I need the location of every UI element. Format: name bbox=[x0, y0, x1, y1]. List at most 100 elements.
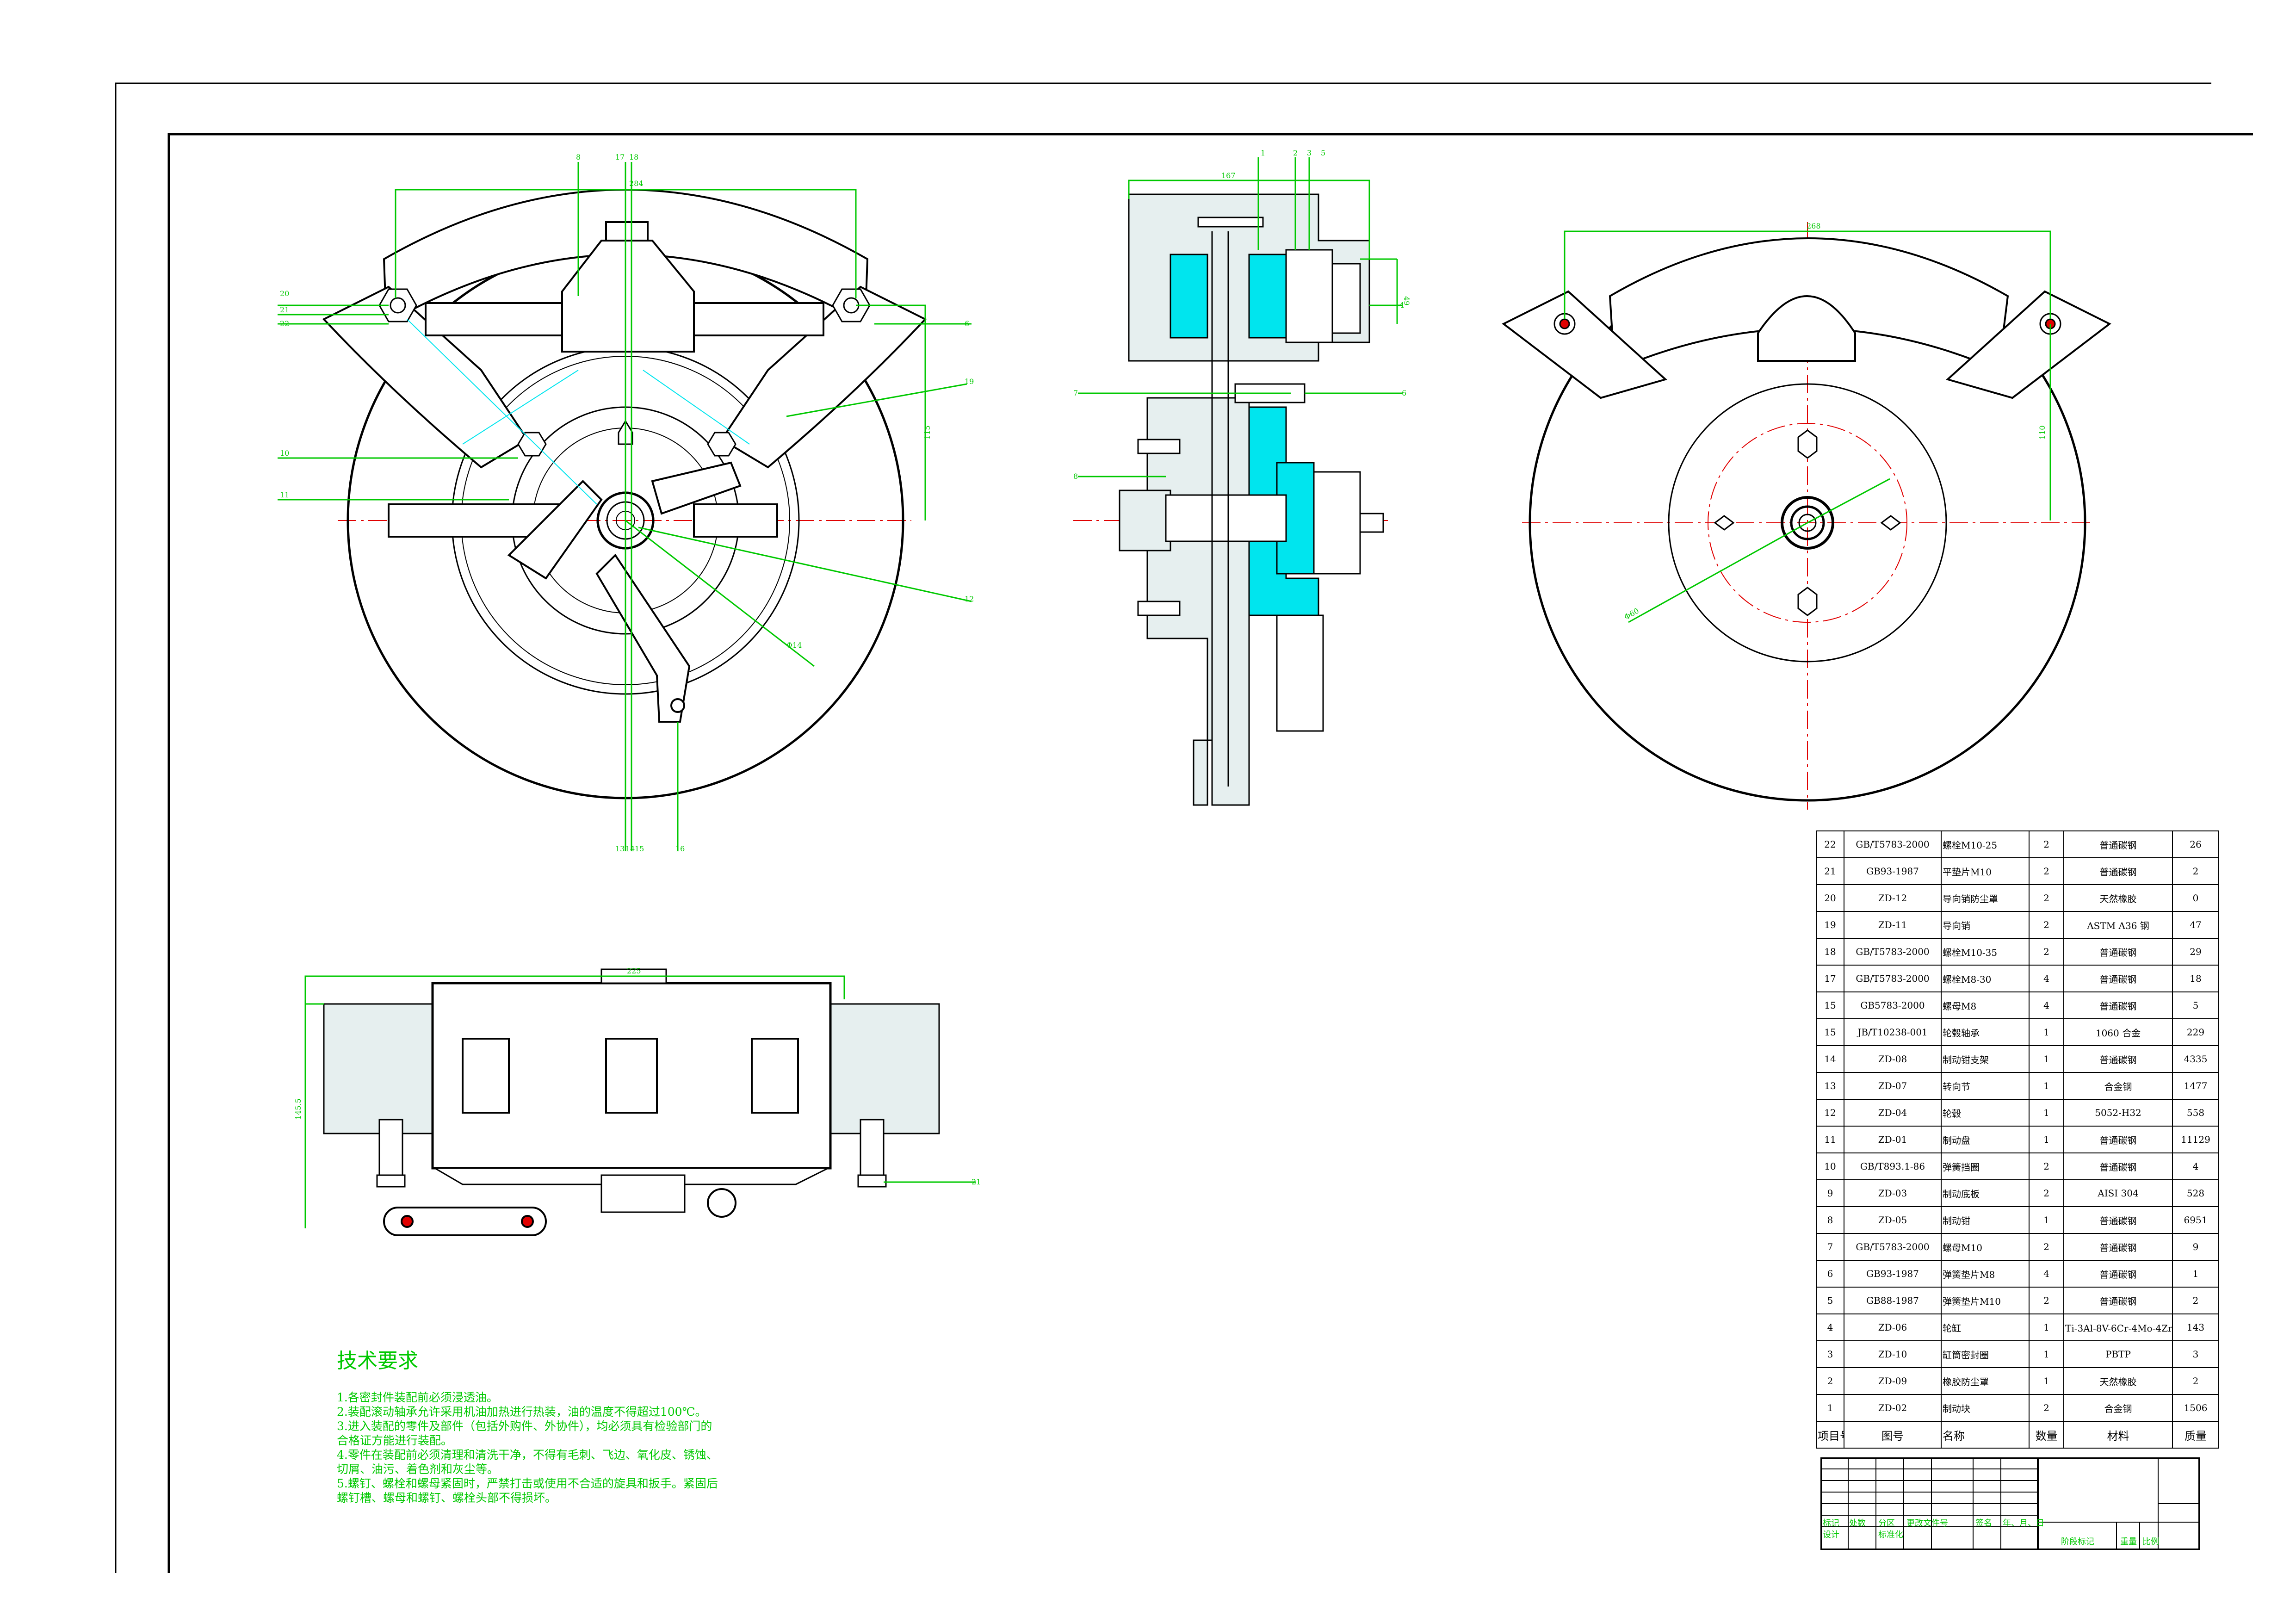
bom-cell: 橡胶防尘罩 bbox=[1941, 1367, 2030, 1395]
bom-cell: GB/T893.1-86 bbox=[1844, 1152, 1942, 1180]
requirement-line: 切屑、油污、着色剂和灰尘等。 bbox=[337, 1462, 499, 1476]
title-block-label: 设计 bbox=[1823, 1530, 1839, 1540]
hub-arms bbox=[388, 461, 778, 723]
bom-cell: 528 bbox=[2172, 1179, 2219, 1207]
balloon-label: 17 bbox=[615, 153, 625, 161]
bom-cell: 5 bbox=[2172, 991, 2219, 1019]
bom-cell: GB5783-2000 bbox=[1844, 991, 1942, 1019]
bom-cell: 26 bbox=[2172, 830, 2219, 858]
bom-cell: 0 bbox=[2172, 884, 2219, 912]
balloon-label: 20 bbox=[280, 289, 289, 298]
title-block-label: 比例 bbox=[2142, 1537, 2159, 1547]
bom-cell: 4335 bbox=[2172, 1045, 2219, 1073]
dim-label-height: 110 bbox=[2038, 425, 2047, 440]
bom-cell: ZD-09 bbox=[1844, 1367, 1942, 1395]
bom-cell: 2 bbox=[2029, 1287, 2064, 1314]
bom-cell: 21 bbox=[1816, 857, 1844, 885]
bom-cell: 1 bbox=[2029, 1367, 2064, 1395]
bom-cell: 1 bbox=[1816, 1394, 1844, 1422]
dim-label-height: 145.5 bbox=[294, 1098, 303, 1120]
bom-cell: 22 bbox=[1816, 830, 1844, 858]
bom-cell: 名称 bbox=[1941, 1421, 2030, 1449]
bom-cell: AISI 304 bbox=[2063, 1179, 2173, 1207]
bom-cell: 17 bbox=[1816, 965, 1844, 992]
bottom-view-dimensions bbox=[304, 975, 976, 1228]
bom-cell: PBTP bbox=[2063, 1340, 2173, 1368]
balloon-label: 4 bbox=[1399, 301, 1404, 310]
bom-cell: 7 bbox=[1816, 1233, 1844, 1261]
bom-cell: 2 bbox=[2172, 1287, 2219, 1314]
bom-cell: ZD-04 bbox=[1844, 1099, 1942, 1127]
bom-cell: ZD-06 bbox=[1844, 1313, 1942, 1341]
bom-cell: ZD-05 bbox=[1844, 1206, 1942, 1234]
technical-requirements: 技术要求 1.各密封件装配前必须浸透油。 2.装配滚动轴承允许采用机油加热进行热… bbox=[337, 1344, 753, 1505]
bottom-view-dim-labels: 225 145.5 21 bbox=[294, 966, 981, 1186]
bom-cell: 11 bbox=[1816, 1126, 1844, 1153]
balloon-label: 5 bbox=[1321, 149, 1325, 157]
bom-cell: 普通碳钢 bbox=[2063, 857, 2173, 885]
balloon-label: 18 bbox=[629, 153, 638, 161]
bom-cell: 2 bbox=[2029, 1152, 2064, 1180]
bom-cell: 图号 bbox=[1844, 1421, 1942, 1449]
bom-cell: GB/T5783-2000 bbox=[1844, 938, 1942, 966]
right-caliper-bracket bbox=[1502, 237, 2111, 399]
bom-cell: 20 bbox=[1816, 884, 1844, 912]
bom-cell: 轮缸 bbox=[1941, 1313, 2030, 1341]
balloon-label: 12 bbox=[965, 595, 974, 603]
bom-cell: 普通碳钢 bbox=[2063, 1233, 2173, 1261]
balloon-label: 6 bbox=[965, 319, 969, 328]
balloon-label: 19 bbox=[965, 377, 974, 386]
title-block-grid bbox=[1820, 1457, 2200, 1550]
bom-cell: 普通碳钢 bbox=[2063, 938, 2173, 966]
bom-cell: ZD-10 bbox=[1844, 1340, 1942, 1368]
sheet-border bbox=[115, 82, 2253, 1573]
bom-cell: 2 bbox=[2172, 857, 2219, 885]
bom-cell: 普通碳钢 bbox=[2063, 1287, 2173, 1314]
requirement-line: 1.各密封件装配前必须浸透油。 bbox=[337, 1391, 498, 1404]
bom-cell: 2 bbox=[2029, 911, 2064, 939]
bom-cell: 5052-H32 bbox=[2063, 1099, 2173, 1127]
bom-cell: 18 bbox=[2172, 965, 2219, 992]
bom-cell: 1 bbox=[2029, 1018, 2064, 1046]
bom-cell: 普通碳钢 bbox=[2063, 965, 2173, 992]
front-view-dimensions bbox=[278, 162, 972, 851]
bom-cell: 6951 bbox=[2172, 1206, 2219, 1234]
bom-cell: 9 bbox=[1816, 1179, 1844, 1207]
bom-cell: 4 bbox=[2029, 991, 2064, 1019]
bom-cell: 5 bbox=[1816, 1287, 1844, 1314]
bom-cell: GB93-1987 bbox=[1844, 857, 1942, 885]
bom-cell: 弹簧垫片M10 bbox=[1941, 1287, 2030, 1314]
bom-cell: 普通碳钢 bbox=[2063, 1126, 2173, 1153]
title-block-label: 签名 bbox=[1975, 1518, 1992, 1528]
bom-cell: 2 bbox=[1816, 1367, 1844, 1395]
front-view-dim-labels: 284 115 Φ14 8 17 18 20 21 22 10 6 19 11 … bbox=[280, 153, 974, 853]
title-block-label: 更改文件号 bbox=[1906, 1518, 1948, 1528]
bom-cell: 1 bbox=[2029, 1099, 2064, 1127]
balloon-label: 3 bbox=[1307, 149, 1312, 157]
bom-cell: 2 bbox=[2029, 884, 2064, 912]
bom-cell: 弹簧垫片M8 bbox=[1941, 1260, 2030, 1288]
bom-cell: 普通碳钢 bbox=[2063, 830, 2173, 858]
right-view-dimensions bbox=[1564, 230, 2051, 623]
bom-cell: 合金钢 bbox=[2063, 1072, 2173, 1100]
bom-cell: 4 bbox=[2172, 1152, 2219, 1180]
dim-label-width: 167 bbox=[1221, 171, 1236, 180]
bom-cell: 2 bbox=[2029, 830, 2064, 858]
bom-cell: 螺母M10 bbox=[1941, 1233, 2030, 1261]
bom-cell: 47 bbox=[2172, 911, 2219, 939]
bom-cell: 1 bbox=[2172, 1260, 2219, 1288]
bom-cell: GB/T5783-2000 bbox=[1844, 830, 1942, 858]
bom-cell: 天然橡胶 bbox=[2063, 884, 2173, 912]
bottom-mounting-bolts bbox=[376, 1119, 887, 1188]
bom-cell: 1 bbox=[2029, 1313, 2064, 1341]
balloon-label: 2 bbox=[1293, 149, 1298, 157]
